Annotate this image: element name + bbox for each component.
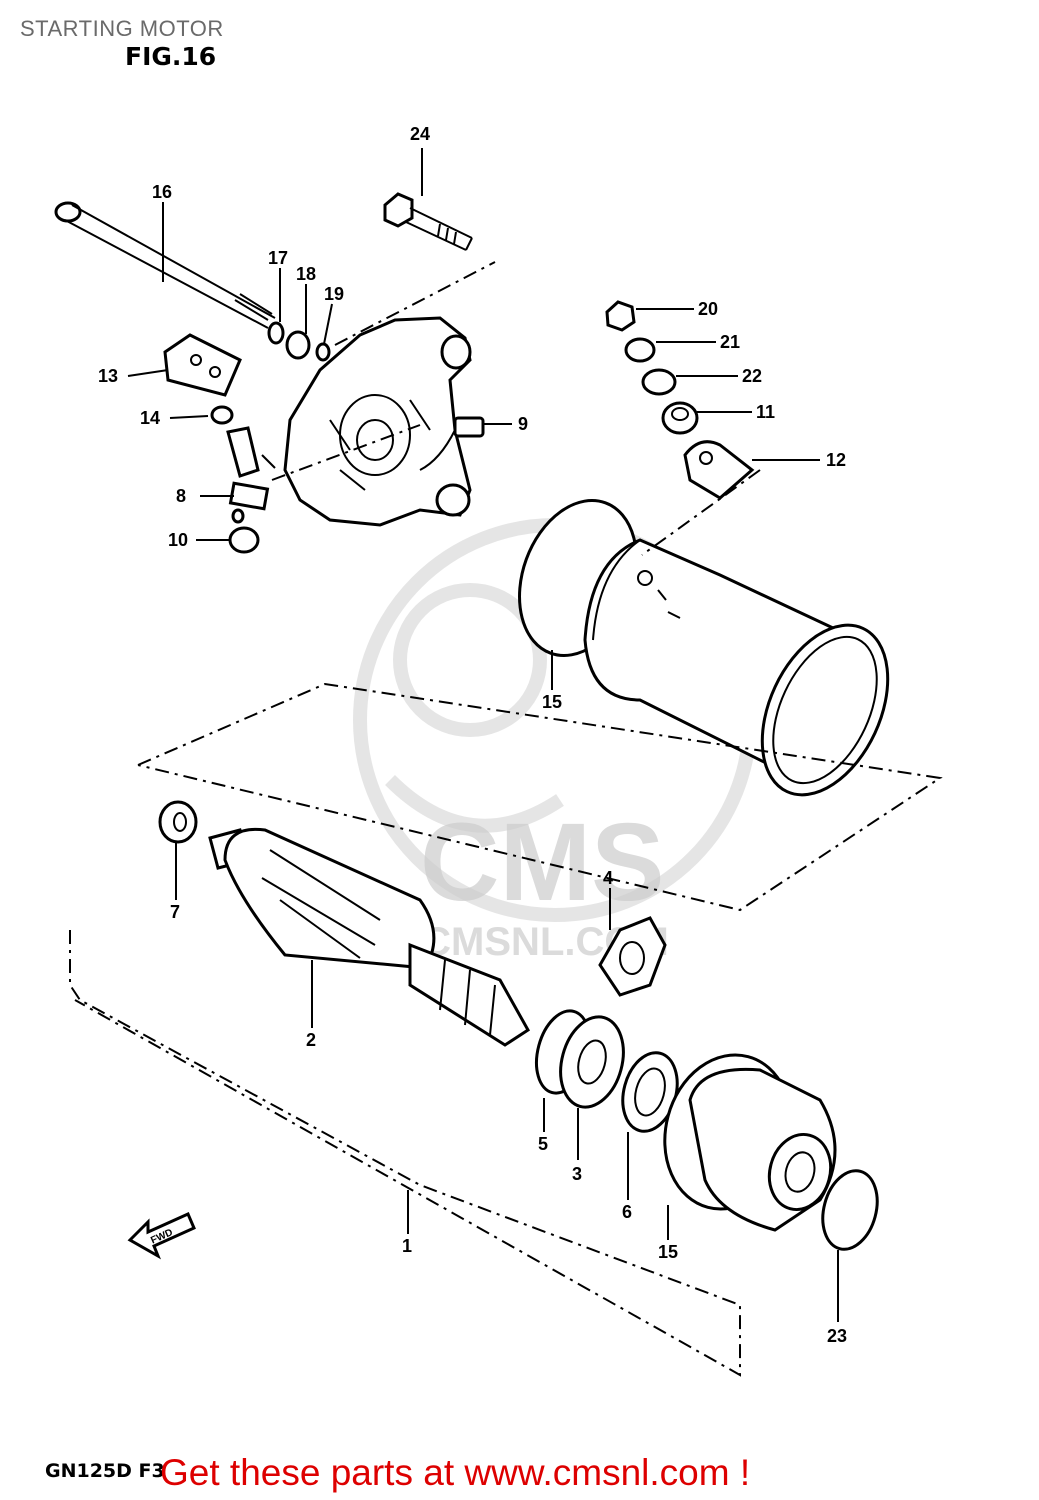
o-ring-19 [315, 342, 331, 362]
callout-6: 6 [622, 1202, 632, 1222]
promo-link[interactable]: Get these parts at www.cmsnl.com ! [160, 1452, 751, 1493]
callout-16: 16 [152, 182, 172, 202]
terminal-block-8 [228, 481, 270, 511]
callout-17: 17 [268, 248, 288, 268]
insulator-11 [661, 401, 699, 435]
leader-lines [127, 148, 839, 1322]
callout-4: 4 [603, 868, 613, 888]
washer-22 [641, 368, 677, 396]
nut-20 [605, 300, 636, 332]
lock-washer-4 [598, 916, 667, 997]
nut-10 [228, 526, 260, 554]
washer-18 [285, 330, 311, 360]
bolt-24 [383, 192, 473, 251]
model-code: GN125D F3 [45, 1460, 165, 1482]
washer-7 [158, 800, 198, 844]
callout-labels: 24 16 17 18 19 13 14 9 8 10 20 21 22 11 … [98, 124, 847, 1346]
callout-15-lower: 15 [658, 1242, 678, 1262]
callout-2: 2 [306, 1030, 316, 1050]
callout-14: 14 [140, 408, 160, 428]
callout-24: 24 [410, 124, 430, 144]
callout-7: 7 [170, 902, 180, 922]
through-bolt-16 [54, 201, 276, 329]
figure-label: FIG.16 [125, 42, 217, 71]
yoke-housing [583, 538, 890, 797]
front-bracket [688, 1067, 837, 1232]
fwd-arrow-icon: FWD [127, 1212, 196, 1260]
callout-12: 12 [826, 450, 846, 470]
armature-2 [208, 827, 530, 1047]
end-cover-housing [283, 316, 485, 527]
callout-23: 23 [827, 1326, 847, 1346]
o-ring-23 [821, 1169, 879, 1251]
page-title: STARTING MOTOR [20, 16, 224, 41]
o-ring-14 [210, 405, 234, 425]
callout-20: 20 [698, 299, 718, 319]
washer-3 [559, 1015, 625, 1109]
callout-11: 11 [756, 402, 775, 422]
washer-21 [624, 337, 656, 363]
brush-plate-13 [163, 333, 242, 397]
callout-1: 1 [402, 1236, 412, 1256]
callout-9: 9 [518, 414, 528, 434]
callout-19: 19 [324, 284, 344, 304]
callout-21: 21 [720, 332, 740, 352]
callout-3: 3 [572, 1164, 582, 1184]
callout-13: 13 [98, 366, 118, 386]
callout-10: 10 [168, 530, 188, 550]
callout-22: 22 [742, 366, 762, 386]
callout-5: 5 [538, 1134, 548, 1154]
terminal-bolt [226, 426, 276, 478]
insulator-plate-12 [683, 440, 755, 500]
callout-15-upper: 15 [542, 692, 562, 712]
callout-18: 18 [296, 264, 316, 284]
washer-17 [267, 321, 285, 345]
callout-8: 8 [176, 486, 186, 506]
